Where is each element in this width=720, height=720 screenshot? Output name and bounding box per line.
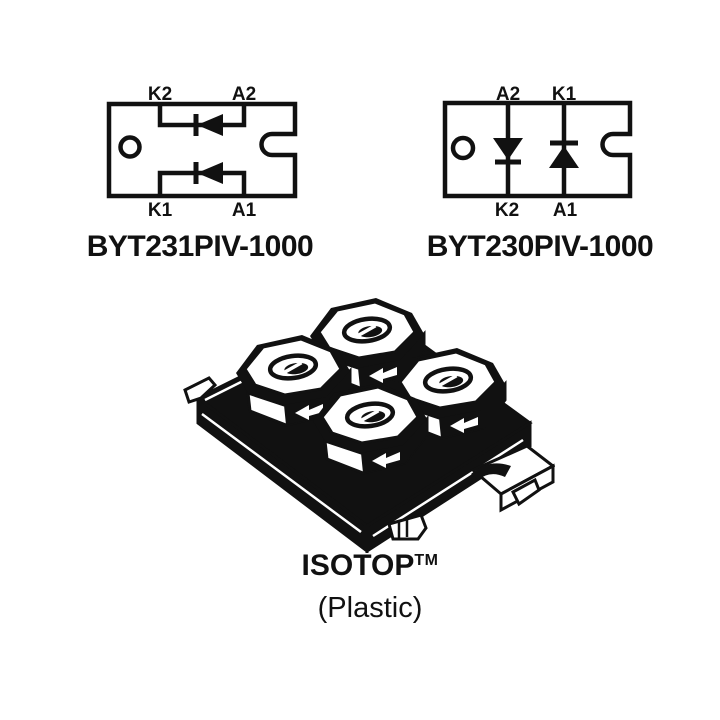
diode-left-icon [493, 138, 523, 160]
ear-foot [511, 477, 541, 507]
trademark-superscript: TM [414, 552, 439, 569]
part-number-byt230: BYT230PIV-1000 [426, 230, 654, 263]
terminal-label: K1 [552, 85, 577, 105]
schematic-byt231: K2 A2 K1 A1 [106, 85, 298, 221]
terminal-label: A1 [232, 200, 257, 221]
terminal-label: A2 [496, 85, 520, 105]
ear-slot-icon [471, 463, 511, 480]
package-outline [442, 100, 633, 199]
package-outline [106, 101, 298, 199]
diode-bottom-icon [197, 162, 223, 184]
diode-right-icon [549, 146, 579, 168]
package-name: ISOTOP [301, 549, 415, 582]
mounting-hole-icon [450, 135, 476, 161]
mounting-notch [183, 376, 218, 404]
terminal-label: K2 [495, 200, 519, 221]
diode-top-icon [197, 114, 223, 136]
package-material: (Plastic) [317, 592, 423, 624]
terminal-label: K1 [148, 200, 173, 221]
schematic-byt230: A2 K1 K2 A1 [442, 85, 633, 221]
isotop-package-drawing [183, 288, 555, 553]
wire-top-branch [157, 104, 247, 128]
terminal-label: K2 [148, 85, 172, 105]
wire-bottom-branch [157, 170, 247, 196]
terminal-label: A1 [553, 200, 578, 221]
terminal-label: A2 [232, 85, 256, 105]
part-number-byt231: BYT231PIV-1000 [86, 230, 314, 263]
package-foot [387, 513, 428, 541]
mounting-ear [470, 444, 555, 513]
package-name-line: ISOTOPTM [175, 549, 565, 588]
mounting-hole-icon [118, 135, 142, 159]
